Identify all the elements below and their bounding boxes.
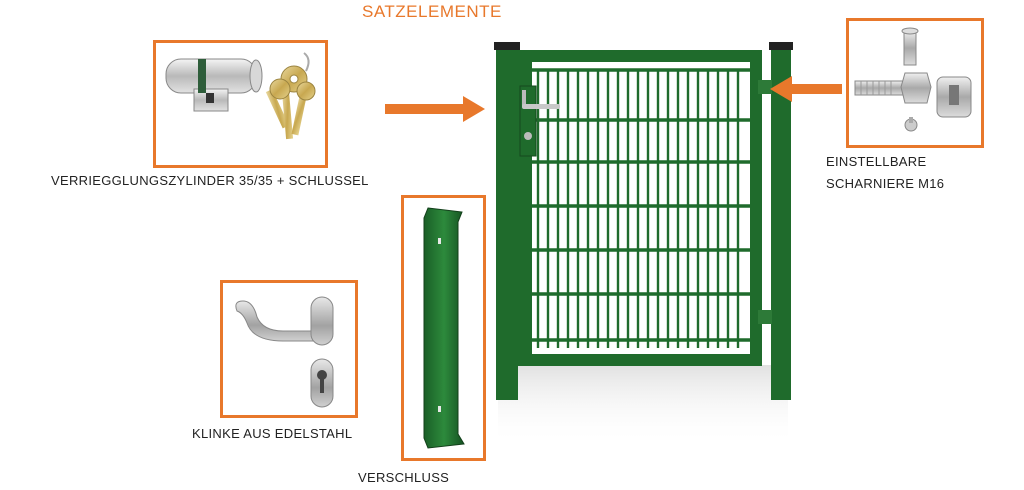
- arrow-right-icon: [385, 96, 485, 122]
- handle-label: KLINKE AUS EDELSTAHL: [192, 426, 353, 441]
- hinge-label-line1: EINSTELLBARE: [826, 154, 927, 169]
- door-handle-icon: [235, 296, 334, 408]
- adjustable-hinge-icon: [854, 27, 972, 132]
- latch-bar-icon: [423, 207, 465, 449]
- cylinder-label: VERRIEGGLUNGSZYLINDER 35/35 + SCHLUSSEL: [51, 173, 369, 188]
- page-title: SATZELEMENTE: [362, 2, 502, 21]
- latch-frame: [401, 195, 486, 461]
- handle-frame: [220, 280, 358, 418]
- latch-label: VERSCHLUSS: [358, 470, 450, 485]
- garden-gate-icon: [494, 42, 793, 445]
- hinge-label-line2: SCHARNIERE M16: [826, 176, 945, 191]
- lock-cylinder-with-keys-icon: [165, 52, 316, 140]
- arrow-left-icon: [770, 76, 842, 102]
- hinge-frame: [846, 18, 984, 148]
- cylinder-frame: [153, 40, 328, 168]
